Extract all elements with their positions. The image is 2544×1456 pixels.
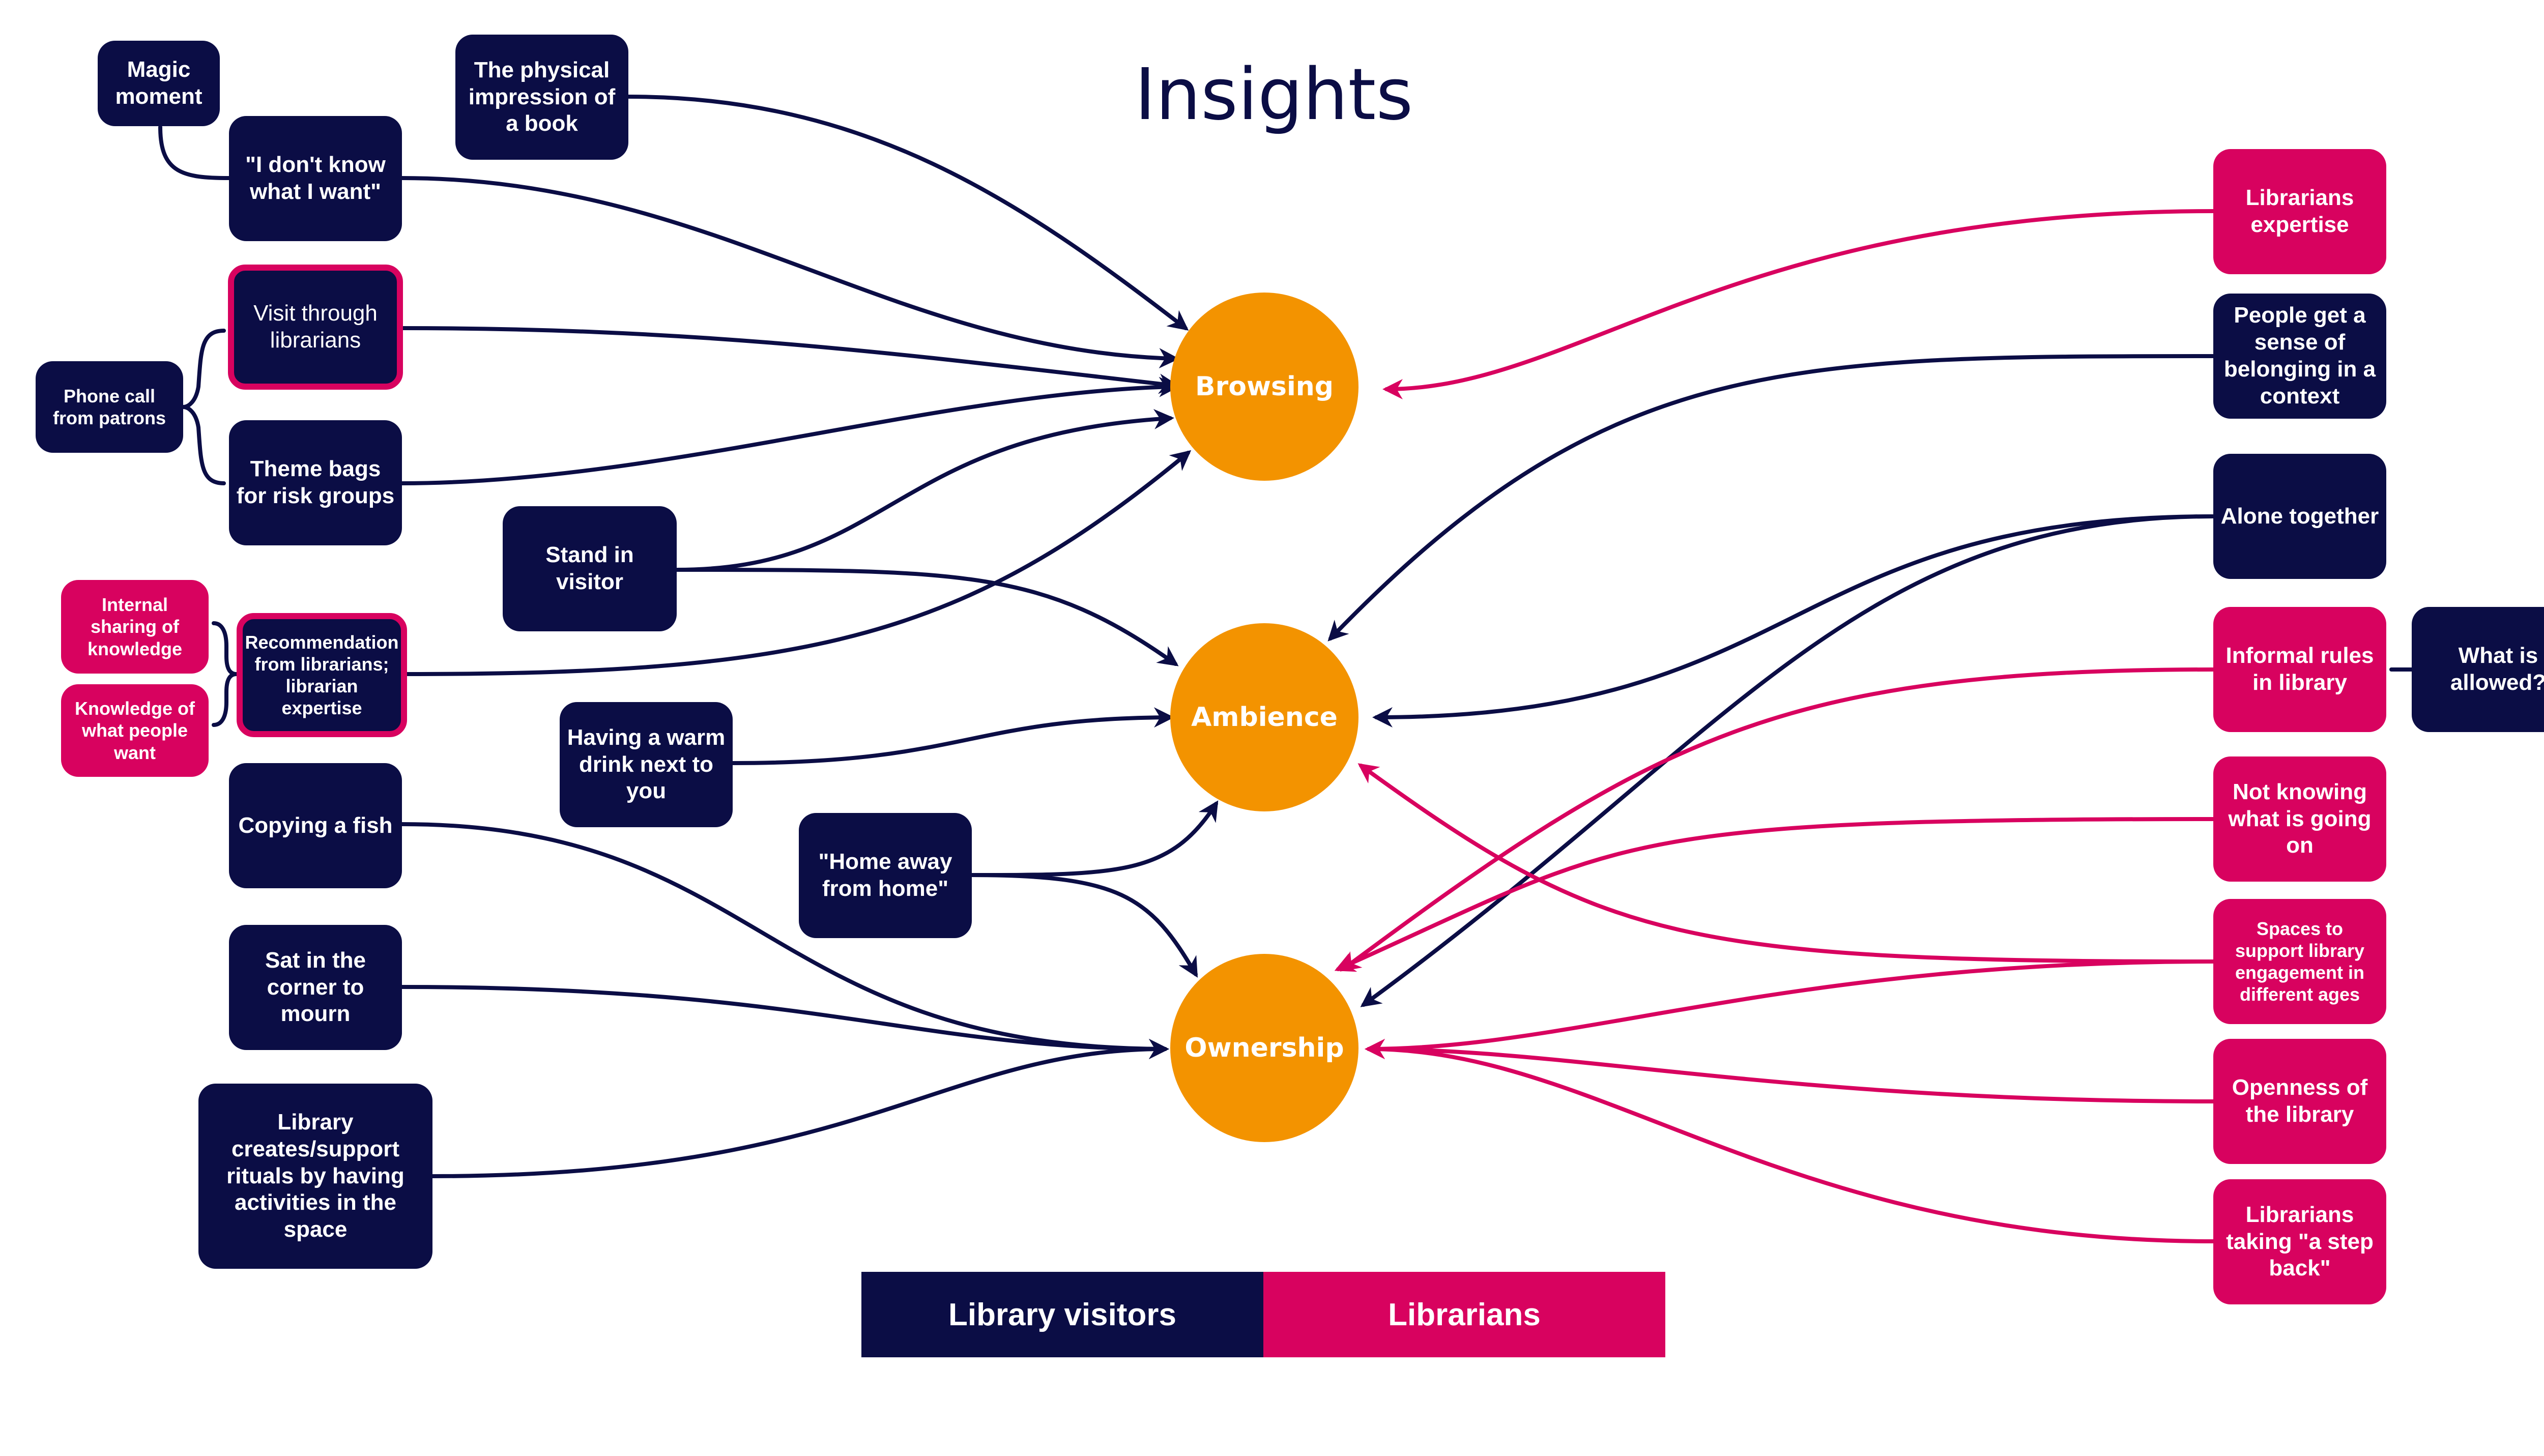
arrow-rituals-to-ownership: [430, 1039, 1169, 1178]
note-openness: Openness of the library: [2213, 1039, 2386, 1164]
note-alone-together: Alone together: [2213, 454, 2386, 579]
arrow-spaces-to-ownership: [1365, 959, 2215, 1059]
note-warm-drink: Having a warm drink next to you: [560, 702, 733, 827]
note-step-back: Librarians taking "a step back": [2213, 1179, 2386, 1304]
diagram-title: Insights: [1135, 53, 1413, 136]
note-stand-in-visitor: Stand in visitor: [503, 506, 677, 631]
arrow-belonging-to-ambience: [1327, 354, 2215, 642]
arrow-stand-to-browsing: [675, 409, 1174, 572]
note-sense-belonging: People get a sense of belonging in a con…: [2213, 294, 2386, 419]
arrow-recommendation-to-browsing: [405, 450, 1192, 676]
arrow-physical-to-browsing: [626, 95, 1189, 331]
legend-library-visitors: Library visitors: [861, 1272, 1263, 1357]
arrow-notknowing-to-ownership: [1334, 817, 2215, 972]
arrow-homeaway-to-ownership: [967, 873, 1198, 978]
note-physical-impression: The physical impression of a book: [455, 35, 628, 160]
arrow-expertise-to-browsing: [1382, 209, 2215, 399]
note-sat-corner: Sat in the corner to mourn: [229, 925, 402, 1050]
note-informal-rules: Informal rules in library: [2213, 607, 2386, 732]
arrow-homeaway-to-ambience: [967, 800, 1219, 877]
note-recommendation: Recommendation from librarians; libraria…: [237, 613, 407, 737]
bracket-phone-call: [183, 329, 226, 485]
theme-ambience: Ambience: [1170, 623, 1358, 811]
note-magic-moment: Magic moment: [98, 41, 220, 126]
arrow-themebags-to-browsing: [400, 376, 1179, 485]
bracket-recommendation: [212, 621, 237, 727]
note-internal-sharing: Internal sharing of knowledge: [61, 580, 209, 674]
arrow-stepback-to-ownership: [1365, 1039, 2215, 1243]
note-visit-through: Visit through librarians: [228, 265, 403, 390]
arrow-warmdrink-to-ambience: [731, 707, 1174, 765]
link-magic-to-dontknow: [158, 125, 231, 180]
theme-ownership: Ownership: [1170, 954, 1358, 1142]
note-librarians-expertise: Librarians expertise: [2213, 149, 2386, 274]
arrow-alone-to-ambience: [1372, 514, 2215, 727]
arrow-alone-to-ownership: [1360, 514, 2215, 1007]
arrow-fish-to-ownership: [400, 822, 1169, 1059]
arrow-sat-to-ownership: [400, 985, 1169, 1059]
arrow-stand-to-ambience: [675, 568, 1179, 666]
theme-browsing: Browsing: [1170, 293, 1358, 481]
note-not-knowing: Not knowing what is going on: [2213, 756, 2386, 882]
note-spaces-support: Spaces to support library engagement in …: [2213, 899, 2386, 1024]
arrow-rules-to-ownership: [1340, 667, 2215, 972]
note-home-away: "Home away from home": [799, 813, 972, 938]
arrow-dontknow-to-browsing: [400, 176, 1179, 369]
note-theme-bags: Theme bags for risk groups: [229, 420, 402, 545]
arrow-visit-to-browsing: [400, 326, 1179, 394]
arrow-openness-to-ownership: [1365, 1039, 2215, 1103]
note-knowledge-people: Knowledge of what people want: [61, 684, 209, 777]
note-library-rituals: Library creates/support rituals by havin…: [198, 1084, 432, 1269]
legend-librarians: Librarians: [1263, 1272, 1665, 1357]
note-what-allowed: What is allowed?: [2412, 607, 2544, 732]
arrow-spaces-to-ambience: [1357, 763, 2215, 964]
note-copying-fish: Copying a fish: [229, 763, 402, 888]
note-dont-know: "I don't know what I want": [229, 116, 402, 241]
note-phone-call: Phone call from patrons: [36, 361, 183, 453]
